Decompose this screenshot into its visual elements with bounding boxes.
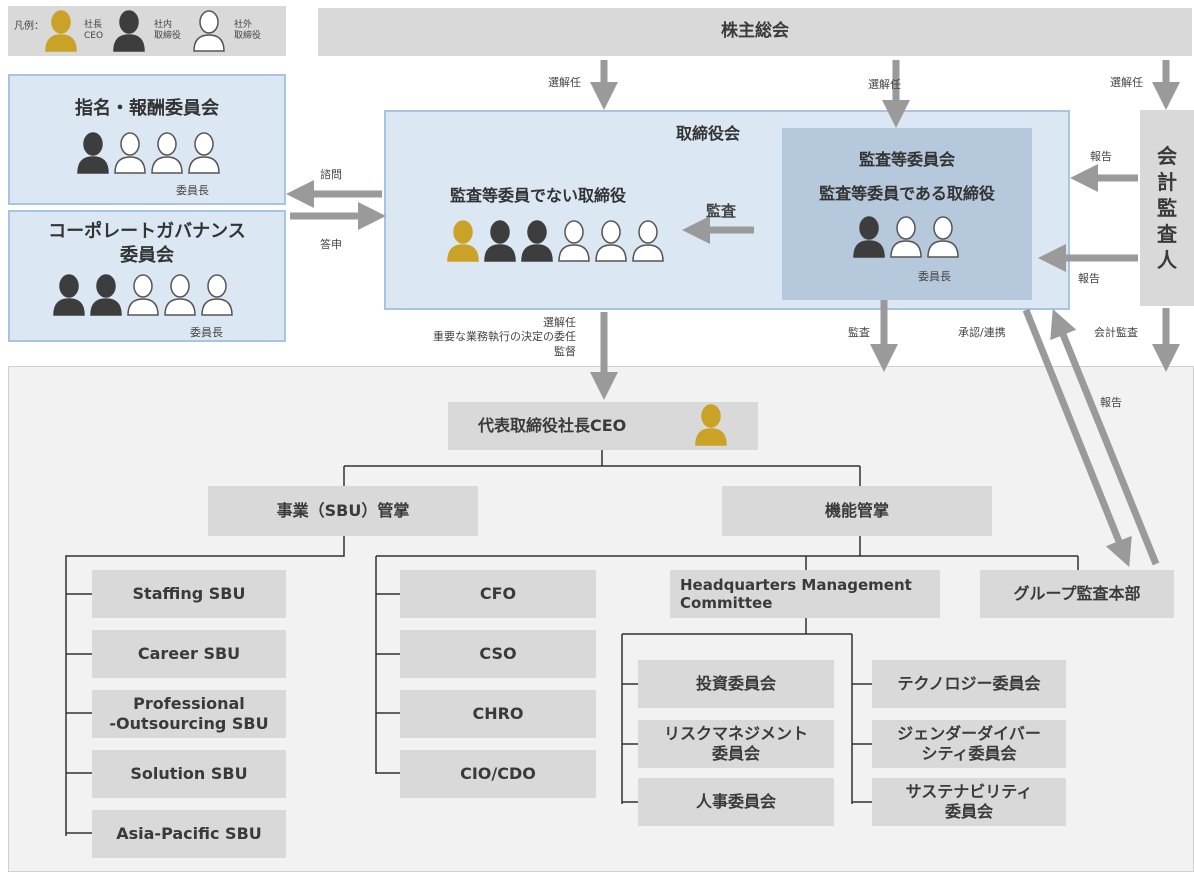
person-outside-icon bbox=[188, 132, 220, 174]
label-elect-auditor: 選解任 bbox=[1110, 76, 1143, 89]
person-inside-icon bbox=[90, 274, 122, 316]
legend-inside-icon bbox=[112, 10, 146, 56]
label-report-3: 報告 bbox=[1100, 396, 1122, 409]
nomination-chair-label: 委員長 bbox=[176, 184, 209, 197]
audit-committee-title: 監査等委員会 bbox=[858, 150, 955, 169]
ceo-box: 代表取締役社長CEO bbox=[448, 402, 758, 450]
person-outside-icon bbox=[114, 132, 146, 174]
label-report-2: 報告 bbox=[1078, 272, 1100, 285]
person-outside-icon bbox=[595, 220, 627, 262]
function-cio-cdo: CIO/CDO bbox=[400, 750, 596, 798]
label-delegation-1: 選解任 bbox=[543, 316, 576, 329]
person-inside-icon bbox=[853, 216, 885, 258]
label-audit: 監査 bbox=[706, 202, 737, 220]
nomination-people bbox=[76, 132, 224, 178]
sbu-staffing: Staffing SBU bbox=[92, 570, 286, 618]
person-inside-icon bbox=[113, 10, 145, 52]
accounting-auditor: 会 計 監 査 人 bbox=[1140, 110, 1194, 306]
group-audit-dept: グループ監査本部 bbox=[980, 570, 1174, 618]
ceo-box-person bbox=[694, 404, 731, 451]
person-outside-icon bbox=[927, 216, 959, 258]
label-approve: 承認/連携 bbox=[958, 326, 1006, 339]
function-cfo: CFO bbox=[400, 570, 596, 618]
shareholders-meeting: 株主総会 bbox=[318, 8, 1192, 56]
person-ceo-icon bbox=[45, 10, 77, 52]
label-consult: 諮問 bbox=[320, 168, 342, 181]
person-outside-icon bbox=[558, 220, 590, 262]
governance-committee-box: コーポレートガバナンス 委員会 委員長 bbox=[8, 210, 286, 342]
label-report-1: 報告 bbox=[1090, 150, 1112, 163]
function-cso: CSO bbox=[400, 630, 596, 678]
hq-management-committee: Headquarters Management Committee bbox=[670, 570, 940, 618]
sbu-professional: Professional -Outsourcing SBU bbox=[92, 690, 286, 738]
person-outside-icon bbox=[201, 274, 233, 316]
person-outside-icon bbox=[193, 10, 225, 52]
person-outside-icon bbox=[632, 220, 664, 262]
label-answer: 答申 bbox=[320, 238, 342, 251]
person-inside-icon bbox=[484, 220, 516, 262]
function-head: 機能管掌 bbox=[722, 486, 992, 536]
committee-gender-diversity: ジェンダーダイバー シティ委員会 bbox=[872, 720, 1066, 768]
legend-ceo-label: 社長 CEO bbox=[84, 20, 104, 41]
non-audit-people bbox=[446, 220, 668, 266]
function-chro: CHRO bbox=[400, 690, 596, 738]
legend-outside-icon bbox=[192, 10, 226, 56]
person-inside-icon bbox=[521, 220, 553, 262]
legend-ceo-icon bbox=[44, 10, 78, 56]
person-inside-icon bbox=[77, 132, 109, 174]
hq-management-committee-label: Headquarters Management Committee bbox=[680, 576, 912, 612]
non-audit-directors-title: 監査等委員でない取締役 bbox=[450, 186, 627, 205]
committee-risk: リスクマネジメント 委員会 bbox=[638, 720, 834, 768]
audit-people bbox=[852, 216, 963, 262]
sbu-solution: Solution SBU bbox=[92, 750, 286, 798]
label-accounting-audit: 会計監査 bbox=[1094, 326, 1138, 339]
label-delegation-2: 重要な業務執行の決定の委任 bbox=[433, 330, 576, 344]
sbu-asia-pacific: Asia-Pacific SBU bbox=[92, 810, 286, 858]
governance-committee-title: コーポレートガバナンス 委員会 bbox=[48, 221, 246, 267]
person-outside-icon bbox=[127, 274, 159, 316]
person-inside-icon bbox=[53, 274, 85, 316]
governance-chair-label: 委員長 bbox=[190, 326, 223, 339]
nomination-committee-title: 指名・報酬委員会 bbox=[75, 98, 219, 119]
board-of-directors: 取締役会 監査等委員でない取締役 監査等委員会 監査等委員である取締役 委員長 bbox=[384, 110, 1070, 310]
sbu-career: Career SBU bbox=[92, 630, 286, 678]
person-outside-icon bbox=[151, 132, 183, 174]
label-audit-exec: 監査 bbox=[848, 326, 870, 339]
board-title: 取締役会 bbox=[676, 124, 741, 143]
person-outside-icon bbox=[890, 216, 922, 258]
audit-committee-box: 監査等委員会 監査等委員である取締役 委員長 bbox=[782, 128, 1032, 300]
legend-prefix: 凡例： bbox=[14, 21, 44, 32]
committee-technology: テクノロジー委員会 bbox=[872, 660, 1066, 708]
audit-chair-label: 委員長 bbox=[918, 270, 951, 283]
label-delegation-3: 監督 bbox=[554, 344, 576, 358]
person-ceo-icon bbox=[695, 404, 727, 446]
ceo-title: 代表取締役社長CEO bbox=[478, 416, 627, 435]
label-delegation: 選解任 重要な業務執行の決定の委任 監督 bbox=[400, 316, 576, 359]
committee-hr: 人事委員会 bbox=[638, 778, 834, 826]
label-elect-audit: 選解任 bbox=[868, 78, 901, 91]
committee-investment: 投資委員会 bbox=[638, 660, 834, 708]
label-elect-board: 選解任 bbox=[548, 76, 581, 89]
committee-sustainability: サステナビリティ 委員会 bbox=[872, 778, 1066, 826]
legend-inside-label: 社内 取締役 bbox=[154, 20, 182, 41]
person-outside-icon bbox=[164, 274, 196, 316]
governance-people bbox=[52, 274, 237, 320]
sbu-head: 事業（SBU）管掌 bbox=[208, 486, 478, 536]
audit-committee-directors-title: 監査等委員である取締役 bbox=[819, 184, 995, 203]
nomination-committee-box: 指名・報酬委員会 委員長 bbox=[8, 74, 286, 205]
person-ceo-icon bbox=[447, 220, 479, 262]
legend-outside-label: 社外 取締役 bbox=[234, 20, 262, 41]
legend-box: 凡例： 社長 CEO 社内 取締役 社外 取締役 bbox=[8, 6, 286, 56]
